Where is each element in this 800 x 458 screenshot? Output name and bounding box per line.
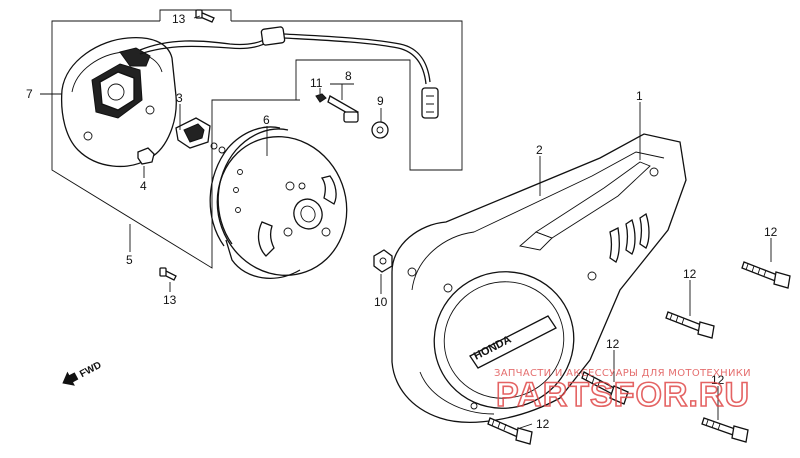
callout-12-bottom-left: 12 [536,417,550,431]
watermark-site: PARTSFOR.RU [496,376,750,414]
spacer-9 [371,121,389,139]
pulser-generator [175,117,226,154]
callout-13-bottom: 13 [163,293,177,307]
callout-11: 11 [310,76,323,90]
bolt-12-center [581,371,629,405]
callout-7: 7 [26,87,33,101]
watermark-tagline: ЗАПЧАСТИ И АКСЕССУАРЫ ДЛЯ МОТОТЕХНИКИ [494,368,751,379]
stator-base-plate [60,35,273,168]
stator-nut [137,147,155,165]
forward-direction-marker: FWD [62,360,103,386]
forward-label: FWD [78,360,103,380]
callouts: 1 2 3 4 5 6 7 8 9 10 11 12 12 12 12 12 1… [26,12,778,431]
group-outline [51,9,463,269]
crankcase-cover: HONDA [391,133,687,423]
watermark: ЗАПЧАСТИ И АКСЕССУАРЫ ДЛЯ МОТОТЕХНИКИ PA… [494,368,751,415]
callout-12-mid: 12 [683,267,697,281]
callout-12-bottom-right: 12 [711,373,725,387]
leader-lines [40,15,772,429]
bolt-12-bottom-right [701,417,749,443]
callout-9: 9 [377,94,384,108]
callout-8: 8 [345,69,352,83]
callout-13-top: 13 [172,12,186,26]
screw-13-top [195,9,215,23]
bolt-12-bottom-left [487,417,533,445]
callout-1: 1 [636,89,643,103]
bolt-12-right [741,261,791,289]
cap-nut [373,249,393,273]
callout-5: 5 [126,253,133,267]
callout-3: 3 [176,91,183,105]
callout-6: 6 [263,113,270,127]
flywheel-bolt [327,95,359,123]
stator-wire [260,26,439,119]
callout-2: 2 [536,143,543,157]
forward-arrow-icon [62,371,79,386]
cover-gasket [519,161,651,251]
callout-4: 4 [140,179,147,193]
washer-11 [315,93,327,103]
flywheel [209,126,348,279]
bolt-12-mid [665,311,715,339]
callout-12-right: 12 [764,225,778,239]
callout-12-center: 12 [606,337,620,351]
callout-10: 10 [374,295,388,309]
screw-13-bottom [159,267,177,281]
